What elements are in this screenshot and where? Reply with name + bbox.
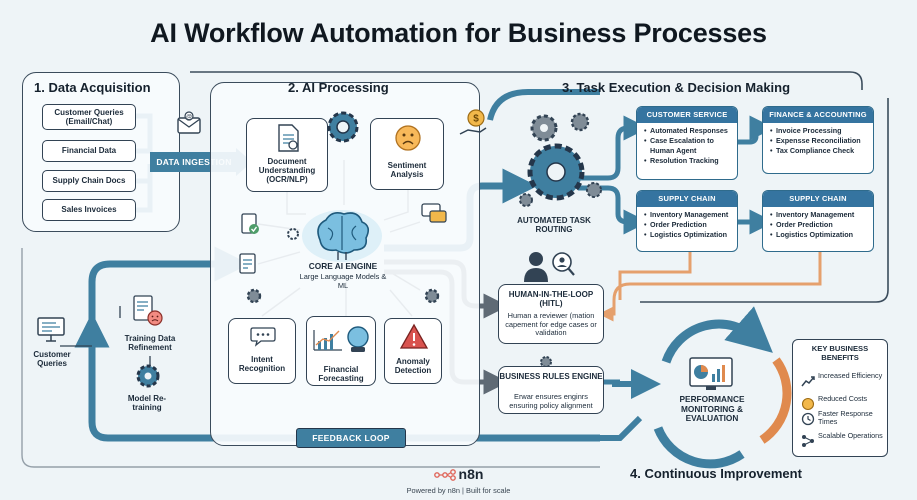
gear-icon [540, 356, 552, 368]
feedback-loop-band: FEEDBACK LOOP [296, 428, 406, 448]
monitor-icon [37, 317, 65, 342]
task-routing-gears-icon [519, 112, 602, 207]
core-ai-engine-subtitle: Large Language Models & ML [299, 272, 387, 290]
dept-finance-accounting[interactable]: FINANCE & ACCOUNTING Invoice Processing … [762, 106, 874, 174]
cycle-arrow-bottom [653, 426, 745, 469]
cycle-arrow-top [661, 306, 773, 364]
checked-document-icon [241, 213, 259, 234]
feedback-loop-arrow [88, 246, 600, 442]
footer-caption: Powered by n8n | Built for scale [406, 486, 511, 495]
hitl-card[interactable]: HUMAN-IN-THE-LOOP (HITL) Human a reviewe… [498, 284, 604, 344]
clock-icon [801, 412, 815, 426]
section-title-ai-processing: 2. AI Processing [288, 80, 389, 95]
intent-recognition-card[interactable]: Intent Recognition [228, 318, 296, 384]
document-understanding-card[interactable]: Document Understanding (OCR/NLP) [246, 118, 328, 192]
envelope-icon: @ [177, 111, 201, 134]
benefit-scalable-operations: Scalable Operations [801, 431, 887, 452]
benefit-faster-response: Faster Response Times [801, 409, 887, 430]
source-sales-invoices[interactable]: Sales Invoices [42, 199, 136, 221]
task-routing-label: AUTOMATED TASK ROUTING [517, 216, 591, 235]
speech-bubble-icon [250, 327, 276, 347]
crystal-ball-icon [347, 326, 369, 352]
anomaly-detection-card[interactable]: Anomaly Detection [384, 318, 442, 384]
top-teal-arc [487, 89, 600, 121]
dept-supply-chain-1[interactable]: SUPPLY CHAIN Inventory Management Order … [636, 190, 738, 252]
sentiment-analysis-card[interactable]: Sentiment Analysis [370, 118, 444, 190]
warning-icon [399, 323, 429, 349]
model-retraining-label: Model Re-training [127, 394, 167, 413]
gear-icon [287, 228, 299, 240]
coin-icon [801, 397, 815, 411]
line-chart-icon [313, 330, 342, 351]
gear-icon [424, 288, 440, 304]
brain-icon [302, 210, 382, 262]
training-data-refinement-label: Training Data Refinement [124, 334, 176, 353]
training-document-icon [133, 295, 163, 326]
sad-face-icon [395, 125, 421, 151]
person-icon [524, 252, 575, 282]
section-title-continuous-improvement: 4. Continuous Improvement [630, 466, 802, 481]
svg-text:$: $ [473, 114, 479, 125]
benefit-reduced-costs: Reduced Costs [801, 394, 887, 415]
financial-forecasting-card[interactable]: Financial Forecasting [306, 316, 376, 386]
gear-icon [246, 288, 262, 304]
model-retraining-icon [136, 364, 160, 388]
dept-supply-chain-2[interactable]: SUPPLY CHAIN Inventory Management Order … [762, 190, 874, 252]
chat-icon [421, 203, 447, 223]
network-icon [802, 435, 814, 447]
page-title: AI Workflow Automation for Business Proc… [150, 18, 767, 48]
business-rules-engine-card[interactable]: BUSINESS RULES ENGINE Erwar ensures engi… [498, 366, 604, 414]
gear-icon [327, 111, 359, 143]
dept-customer-service[interactable]: CUSTOMER SERVICE Automated Responses Cas… [636, 106, 738, 180]
monitoring-label: PERFORMANCE MONITORING & EVALUATION [679, 394, 745, 424]
trend-up-icon [801, 376, 815, 387]
source-supply-chain-docs[interactable]: Supply Chain Docs [42, 170, 136, 192]
core-ai-engine-title: CORE AI ENGINE [308, 261, 378, 271]
source-customer-queries[interactable]: Customer Queries (Email/Chat) [42, 104, 136, 130]
source-financial-data[interactable]: Financial Data [42, 140, 136, 162]
section-title-data-acquisition: 1. Data Acquisition [34, 80, 151, 95]
benefit-increased-efficiency: Increased Efficiency [801, 371, 887, 392]
report-icon [239, 253, 256, 274]
key-business-benefits: KEY BUSINESS BENEFITS Increased Efficien… [792, 339, 888, 457]
footer-logo: n8n [0, 466, 917, 482]
customer-queries-label: Customer Queries [33, 350, 71, 369]
section-title-task-execution: 3. Task Execution & Decision Making [562, 80, 791, 95]
n8n-logo-icon [433, 469, 456, 481]
dashboard-icon [689, 357, 733, 390]
svg-text:@: @ [186, 115, 192, 121]
cycle-arrow-right [759, 357, 792, 444]
dollar-hand-icon: $ [459, 109, 487, 135]
document-icon [278, 124, 299, 152]
